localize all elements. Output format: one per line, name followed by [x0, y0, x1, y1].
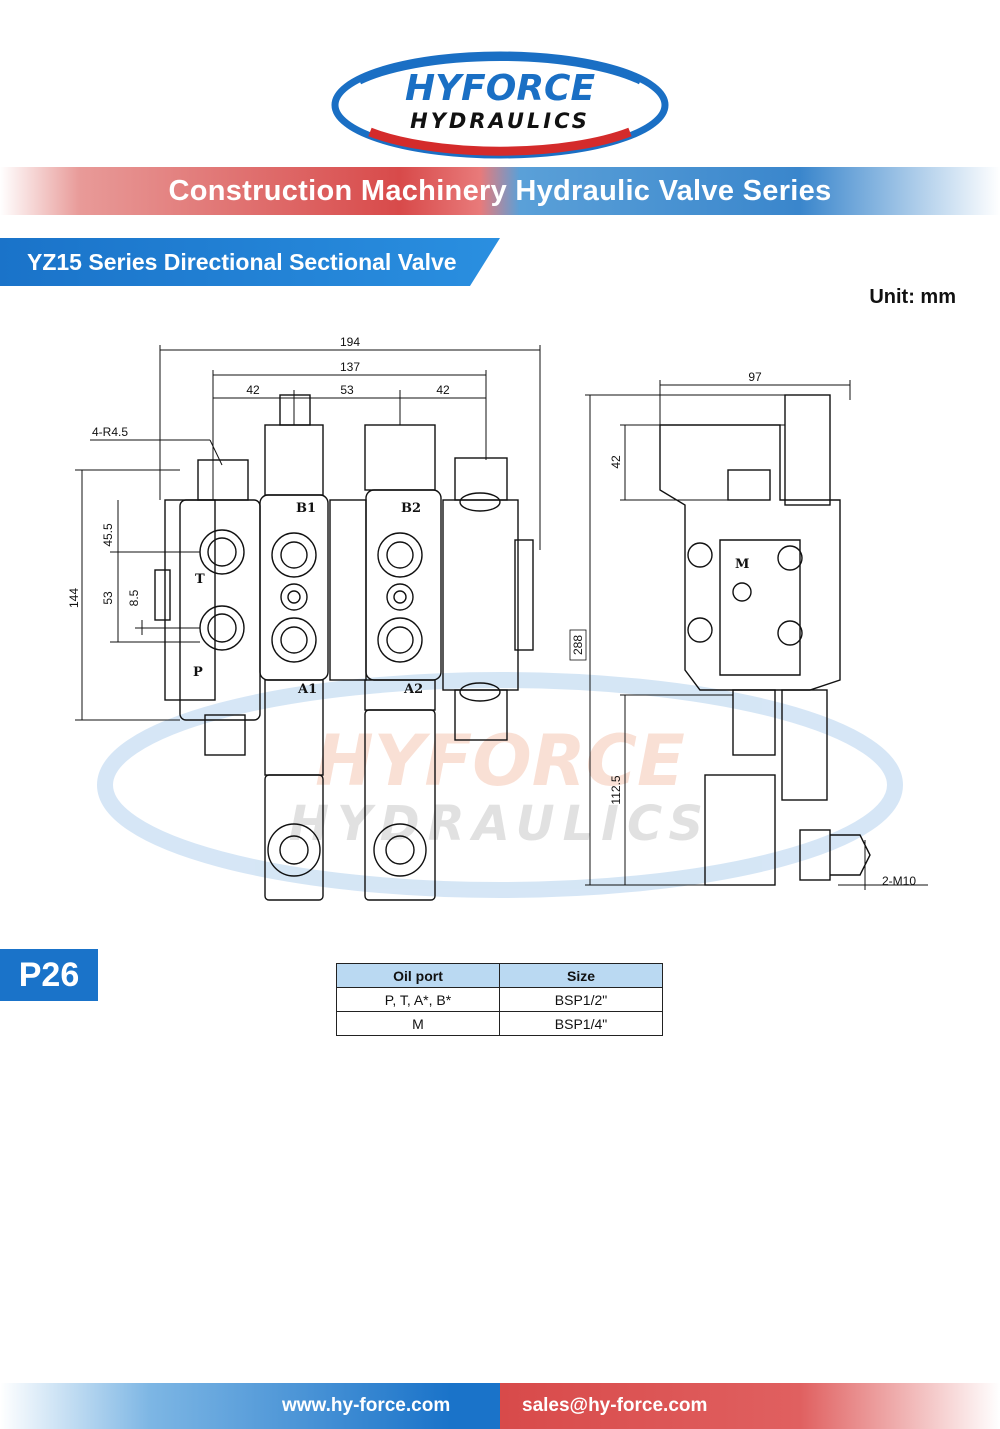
category-banner	[0, 167, 1000, 215]
dim-side-112-5: 112.5	[609, 775, 623, 804]
cell-oil-port: M	[336, 1011, 500, 1036]
logo-line1: HYFORCE	[405, 68, 596, 109]
footer-website-link[interactable]: www.hy-force.com	[282, 1395, 451, 1416]
cell-size: BSP1/4"	[499, 1011, 663, 1036]
watermark-line2: HYDRAULICS	[289, 796, 711, 852]
port-label-t: T	[195, 572, 205, 587]
valve-technical-drawing: HYFORCE HYDRAULICS	[67, 335, 928, 901]
dim-center-width: 137	[340, 360, 360, 374]
port-label-a2: A2	[403, 682, 423, 697]
watermark-line1: HYFORCE	[315, 720, 685, 802]
unit-label: Unit: mm	[869, 286, 956, 308]
oil-port-table: Oil port Size P, T, A*, B* BSP1/2" M BSP…	[336, 963, 663, 1036]
hyforce-logo: HYFORCE HYDRAULICS	[331, 51, 669, 159]
header-size: Size	[499, 963, 663, 988]
table-row: M BSP1/4"	[336, 1011, 663, 1036]
dim-pitch-mid: 53	[340, 383, 354, 397]
dim-side-42: 42	[609, 455, 623, 469]
dim-side-width: 97	[748, 370, 762, 384]
dim-height-53: 53	[101, 591, 115, 605]
footer-bar	[0, 1383, 1000, 1429]
dim-corner-radius: 4-R4.5	[92, 425, 128, 439]
cell-size: BSP1/2"	[499, 987, 663, 1012]
series-title: YZ15 Series Directional Sectional Valve	[27, 249, 457, 275]
port-label-p: P	[193, 665, 203, 680]
logo-line2: HYDRAULICS	[410, 109, 590, 133]
cell-oil-port: P, T, A*, B*	[336, 987, 500, 1012]
port-label-a1: A1	[297, 682, 317, 697]
footer-email-link[interactable]: sales@hy-force.com	[522, 1395, 708, 1416]
page-number-badge: P26	[0, 949, 98, 1001]
dim-pitch-right: 42	[436, 383, 450, 397]
dim-pitch-left: 42	[246, 383, 260, 397]
dim-thread: 2-M10	[882, 874, 916, 888]
port-label-m: M	[735, 557, 749, 572]
port-label-b1: B1	[296, 501, 316, 516]
dim-height-45-5: 45.5	[101, 523, 115, 547]
table-header-row: Oil port Size	[336, 963, 663, 988]
category-banner-title: Construction Machinery Hydraulic Valve S…	[168, 175, 832, 207]
watermark: HYFORCE HYDRAULICS	[97, 672, 903, 898]
dim-height-8-5: 8.5	[127, 589, 141, 606]
dim-side-288: 288	[571, 635, 585, 655]
port-label-b2: B2	[401, 501, 421, 516]
dim-overall-width: 194	[340, 335, 360, 349]
table-row: P, T, A*, B* BSP1/2"	[336, 987, 663, 1012]
dim-height-144: 144	[67, 588, 81, 608]
header-oil-port: Oil port	[336, 963, 500, 988]
series-tab	[0, 238, 500, 286]
